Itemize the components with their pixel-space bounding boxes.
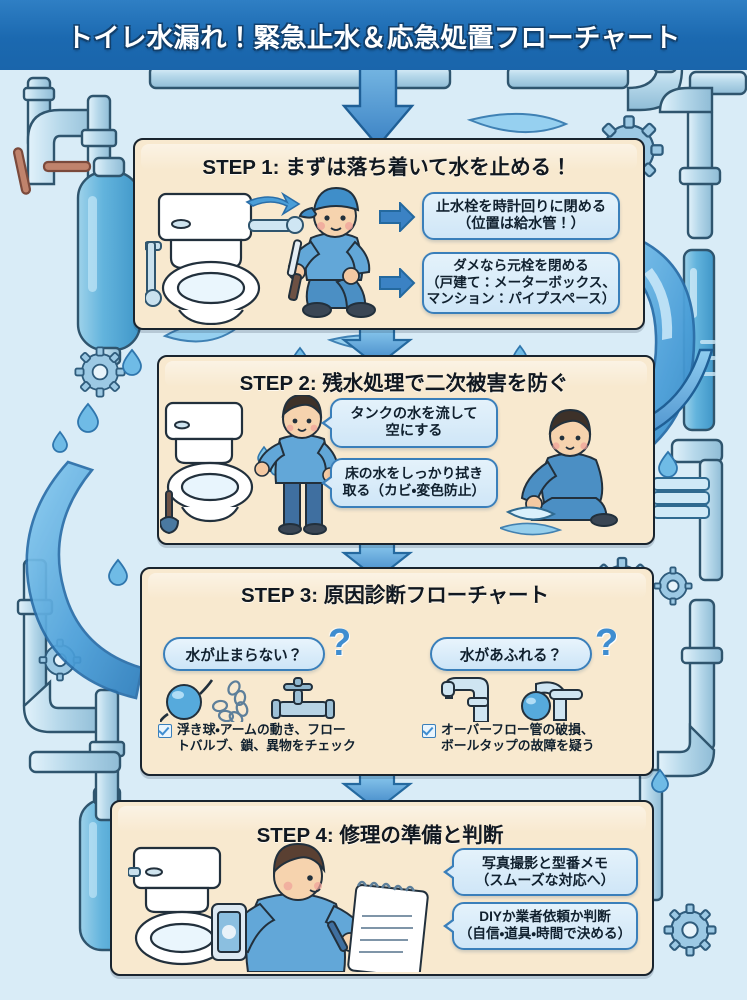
callout-line: マンション：パイプスペース） — [426, 291, 616, 307]
callout-line: 止水栓を時計回りに閉める — [435, 198, 607, 215]
callout-line: 床の水をしっかり拭き — [345, 466, 483, 482]
callout-line: 取る（カビ・変色防止） — [342, 483, 486, 498]
callout-line: （スムーズな対応へ） — [475, 872, 615, 888]
step-2-callout-2: 床の水をしっかり拭き 取る（カビ・変色防止） — [321, 458, 498, 508]
step-1-arrow-2 — [378, 266, 416, 303]
callout-line: 写真撮影と型番メモ — [482, 854, 608, 871]
checkbox-icon — [158, 724, 172, 738]
step-1-title: STEP 1: まずは落ち着いて水を止める！ — [202, 156, 572, 179]
page-header: トイレ水漏れ！緊急止水＆応急処置フローチャート — [0, 0, 747, 70]
check-line: オーバーフロー管の破損、 — [441, 722, 594, 737]
step-4-callout-1: 写真撮影と型番メモ （スムーズな対応へ） — [443, 848, 638, 896]
step-3-check-right: オーバーフロー管の破損、 ボールタップの故障を疑う — [422, 722, 652, 755]
step-2-illustration-right — [497, 400, 650, 545]
callout-line: ダメなら元栓を閉める — [453, 258, 589, 274]
step-2-callout-1: タンクの水を流して 空にする — [321, 398, 498, 448]
callout-line: 空にする — [385, 423, 443, 439]
step-2-illustration-left — [158, 393, 340, 540]
step-3-question-right: 水があふれる？ — [430, 637, 592, 671]
step-3-title: STEP 3: 原因診断フローチャート — [240, 584, 550, 607]
question-mark-icon: ? — [595, 622, 619, 664]
step-1-illustration — [144, 180, 415, 330]
callout-line: DIYか業者依頼か判断 — [479, 909, 611, 925]
checkbox-icon — [422, 724, 436, 738]
step-4-callout-2: DIYか業者依頼か判断 （自信・道具・時間で決める） — [443, 902, 638, 950]
step-1-callout-2: ダメなら元栓を閉める （戸建て：メーターボックス、 マンション：パイプスペース） — [422, 252, 620, 314]
check-line: 浮き球・アームの動き、フロー — [177, 722, 346, 737]
check-line: ボールタップの故障を疑う — [441, 738, 595, 754]
step-3-question-left: 水が止まらない？ — [163, 637, 325, 671]
page-title: トイレ水漏れ！緊急止水＆応急処置フローチャート — [66, 22, 681, 53]
step-3-icons-right — [440, 676, 610, 727]
step-2-title: STEP 2: 残水処理で二次被害を防ぐ — [239, 372, 569, 395]
step-1-callout-1: 止水栓を時計回りに閉める （位置は給水管！） — [422, 192, 620, 240]
callout-line: （自信・道具・時間で決める） — [458, 926, 632, 941]
question-mark-icon: ? — [328, 622, 352, 664]
step-1-arrow-1 — [378, 200, 416, 237]
step-3-icons-left — [158, 676, 360, 727]
callout-line: タンクの水を流して — [350, 405, 478, 422]
check-line: トバルブ、鎖、異物をチェック — [177, 738, 356, 754]
callout-line: （戸建て：メーターボックス、 — [426, 274, 616, 290]
step-3-check-left: 浮き球・アームの動き、フロー トバルブ、鎖、異物をチェック — [158, 722, 393, 755]
step-4-illustration — [127, 842, 458, 978]
callout-line: （位置は給水管！） — [457, 216, 585, 232]
